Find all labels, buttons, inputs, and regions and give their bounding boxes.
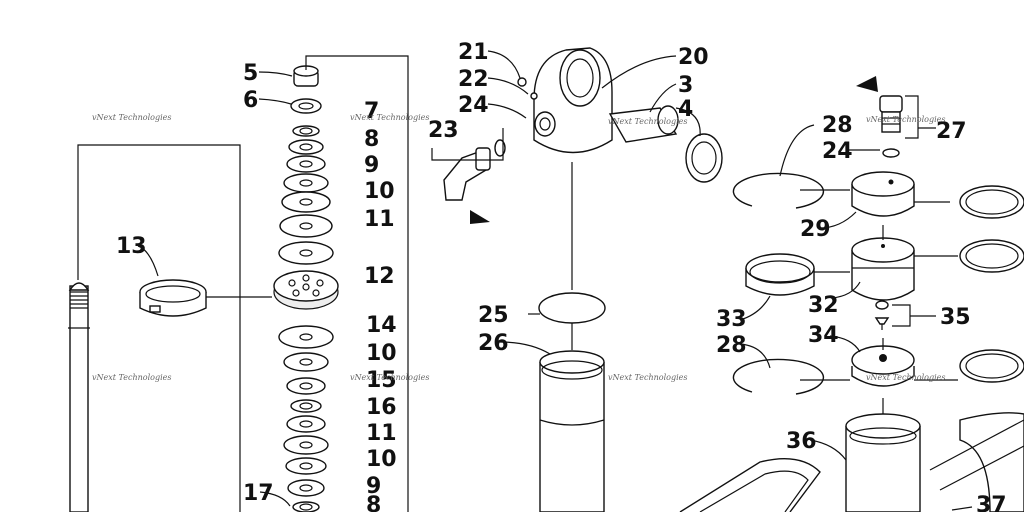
piston-shaft <box>68 144 241 512</box>
part-label-15: 15 <box>366 368 397 393</box>
watermark: vNext Technologies <box>866 115 945 124</box>
watermark: vNext Technologies <box>92 113 171 122</box>
part-label-16: 16 <box>366 395 397 420</box>
partial-shapes <box>679 412 1024 512</box>
shim-washer <box>286 377 326 395</box>
part-label-14: 14 <box>366 313 397 338</box>
eye-housing-20 <box>517 47 723 183</box>
shim-washer <box>292 501 320 512</box>
shim-washer <box>281 191 331 213</box>
elbow-fitting-23 <box>431 128 506 224</box>
part-label-13: 13 <box>116 234 147 259</box>
shim-washer <box>292 125 320 137</box>
part-label-24: 24 <box>822 139 853 164</box>
shim-washer <box>279 214 333 238</box>
part-label-26: 26 <box>478 331 509 356</box>
bearing-band-13 <box>139 279 272 317</box>
part-label-34: 34 <box>808 323 839 348</box>
part-label-21: 21 <box>458 40 489 65</box>
watermark: vNext Technologies <box>92 373 171 382</box>
part-label-11: 11 <box>366 421 397 446</box>
shim-washer <box>287 479 325 497</box>
part-label-29: 29 <box>800 217 831 242</box>
watermark: vNext Technologies <box>608 117 687 126</box>
shim-washer <box>288 139 324 155</box>
part-number-labels: 5 6 7 8 9 10 11 12 13 14 10 15 16 11 10 … <box>116 40 1007 512</box>
part-label-36: 36 <box>786 429 817 454</box>
shim-washer <box>283 435 329 455</box>
part-label-32: 32 <box>808 293 839 318</box>
part-label-9: 9 <box>366 474 381 499</box>
part-label-8: 8 <box>366 493 381 512</box>
shim-washer <box>278 325 334 349</box>
part-label-5: 5 <box>243 61 258 86</box>
part-label-37: 37 <box>976 493 1007 512</box>
part-label-6: 6 <box>243 88 258 113</box>
part-label-12: 12 <box>364 264 395 289</box>
watermark: vNext Technologies <box>866 373 945 382</box>
shim-washer <box>285 457 327 475</box>
shim-washer <box>283 352 329 372</box>
watermark: vNext Technologies <box>608 373 687 382</box>
part-label-24: 24 <box>458 93 489 118</box>
shim-stack <box>273 55 409 512</box>
watermarks: vNext Technologies vNext Technologies vN… <box>92 113 945 382</box>
part-label-27: 27 <box>936 119 967 144</box>
part-label-10: 10 <box>366 341 397 366</box>
part-label-10: 10 <box>366 447 397 472</box>
piston-assembly <box>732 76 1024 512</box>
part-label-22: 22 <box>458 67 489 92</box>
part-label-8: 8 <box>364 127 379 152</box>
part-label-4: 4 <box>678 97 693 122</box>
shim-washer <box>290 399 322 413</box>
part-label-9: 9 <box>364 153 379 178</box>
part-label-7: 7 <box>364 99 379 124</box>
part-label-20: 20 <box>678 45 709 70</box>
shim-washer <box>286 155 326 173</box>
reservoir-tube-26 <box>538 162 606 512</box>
watermark: vNext Technologies <box>350 373 429 382</box>
part-label-25: 25 <box>478 303 509 328</box>
part-label-28: 28 <box>716 333 747 358</box>
watermark: vNext Technologies <box>350 113 429 122</box>
part-label-17: 17 <box>243 481 274 506</box>
shim-washer <box>283 173 329 193</box>
part-label-28: 28 <box>822 113 853 138</box>
leader-lines <box>137 50 973 511</box>
part-label-33: 33 <box>716 307 747 332</box>
shim-washer <box>278 241 334 265</box>
part-label-35: 35 <box>940 305 971 330</box>
part-label-23: 23 <box>428 118 459 143</box>
part-label-10: 10 <box>364 179 395 204</box>
shim-washer <box>286 415 326 433</box>
part-label-3: 3 <box>678 73 693 98</box>
part-label-11: 11 <box>364 207 395 232</box>
